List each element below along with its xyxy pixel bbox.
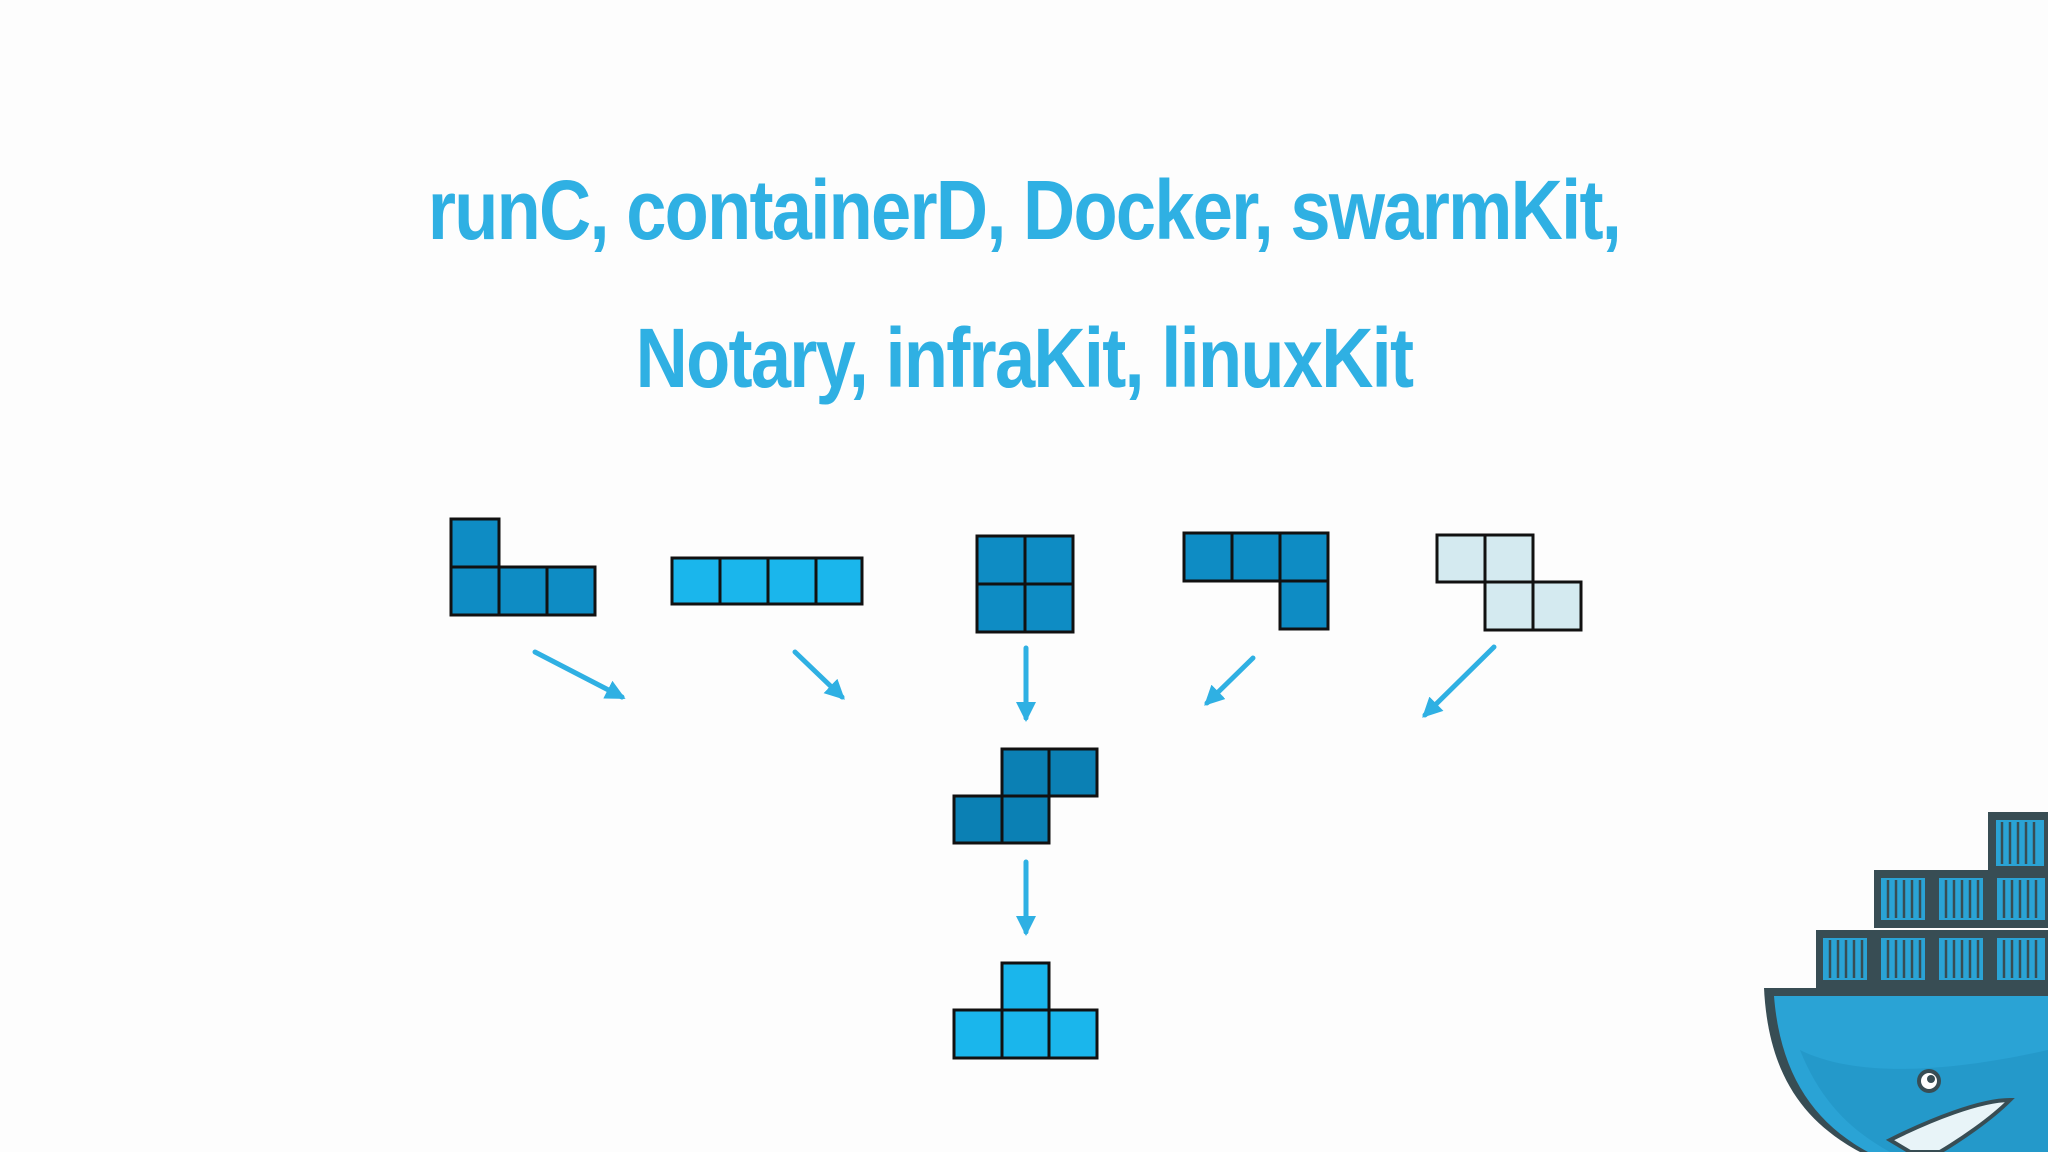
arrow-from-z-piece <box>1422 644 1497 718</box>
j-piece <box>1182 531 1330 631</box>
arrow-from-i-piece <box>792 649 845 700</box>
arrow-from-j-piece <box>1204 655 1256 706</box>
z-piece <box>1435 533 1583 632</box>
arrow-from-l-piece <box>532 649 626 700</box>
arrows <box>532 644 1497 936</box>
title-line-2: Notary, infraKit, linuxKit <box>635 311 1414 405</box>
i-piece <box>670 556 864 606</box>
s-piece <box>952 747 1099 845</box>
o-piece <box>975 534 1075 634</box>
title-line-1: runC, containerD, Docker, swarmKit, <box>427 163 1622 257</box>
l-piece <box>449 517 597 617</box>
whale-belly <box>1885 1097 2015 1152</box>
t-piece <box>952 961 1099 1060</box>
docker-whale-logo <box>1764 812 2048 1152</box>
